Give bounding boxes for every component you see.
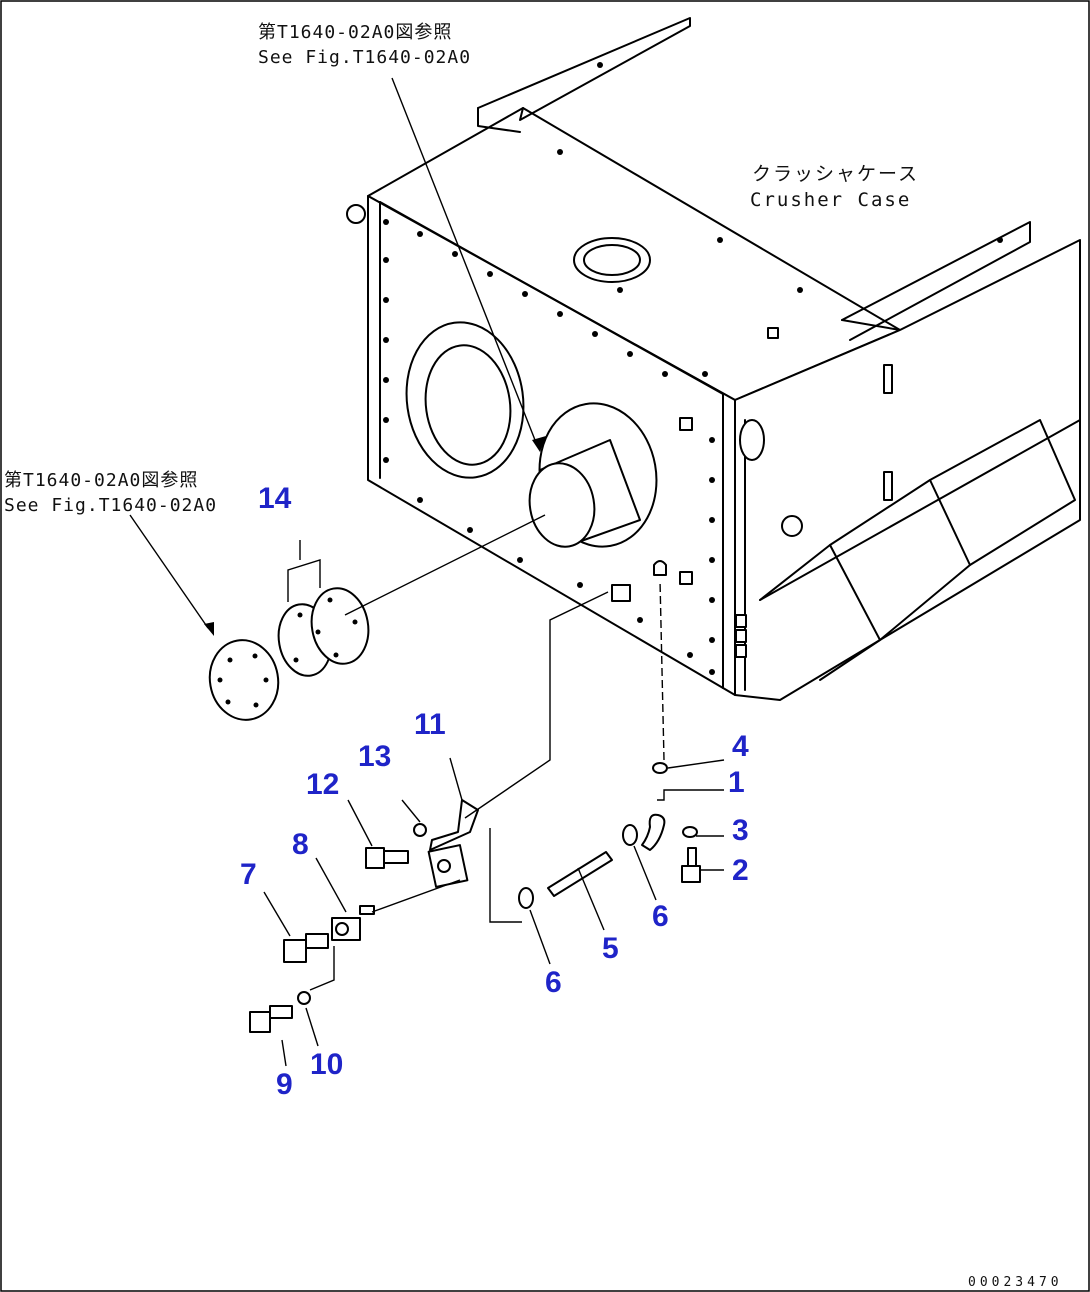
case-label-en: Crusher Case — [750, 189, 911, 211]
case-bolt-holes — [383, 62, 1003, 675]
part-2-bolt — [681, 847, 701, 883]
part-8-fitting — [331, 905, 375, 941]
callout-2: 2 — [732, 854, 749, 887]
left-reference-ja: 第T1640-02A0図参照 — [4, 470, 198, 491]
leader-lines — [129, 77, 725, 1067]
case-side-face — [734, 239, 1081, 701]
callout-11: 11 — [414, 708, 446, 741]
part-12-bolt — [365, 847, 409, 869]
part-1-elbow — [641, 813, 666, 851]
part-13-washer — [413, 823, 427, 837]
part-7-bolt — [283, 933, 329, 963]
callout-10: 10 — [310, 1048, 343, 1081]
callout-3: 3 — [732, 814, 749, 847]
document-number: 00023470 — [968, 1275, 1063, 1290]
callout-12: 12 — [306, 768, 339, 801]
part-10-washer — [297, 991, 311, 1005]
callout-1: 1 — [728, 766, 745, 799]
callout-8: 8 — [292, 828, 309, 861]
part-9-bolt — [249, 1005, 293, 1033]
part-6-clamp-a — [518, 887, 534, 909]
part-4-plug — [652, 762, 668, 774]
case-label-ja: クラッシャケース — [752, 163, 919, 185]
callout-4: 4 — [732, 730, 749, 763]
callout-7: 7 — [240, 858, 257, 891]
callout-5: 5 — [602, 932, 619, 965]
part-11-bracket — [429, 799, 479, 851]
left-reference-en: See Fig.T1640-02A0 — [4, 495, 217, 516]
callout-6a: 6 — [652, 900, 669, 933]
top-reference-en: See Fig.T1640-02A0 — [258, 47, 471, 68]
left-flange-plate — [208, 639, 280, 721]
part-14-covers — [277, 540, 370, 677]
shaft-end-cover — [528, 462, 596, 548]
callout-9: 9 — [276, 1068, 293, 1101]
part-3-washer — [682, 826, 698, 838]
callout-14: 14 — [258, 482, 292, 515]
callout-6b: 6 — [545, 966, 562, 999]
part-6-clamp-b — [622, 824, 638, 846]
callout-13: 13 — [358, 740, 391, 773]
top-reference-ja: 第T1640-02A0図参照 — [258, 22, 452, 43]
crusher-case-drawing — [346, 17, 1081, 701]
